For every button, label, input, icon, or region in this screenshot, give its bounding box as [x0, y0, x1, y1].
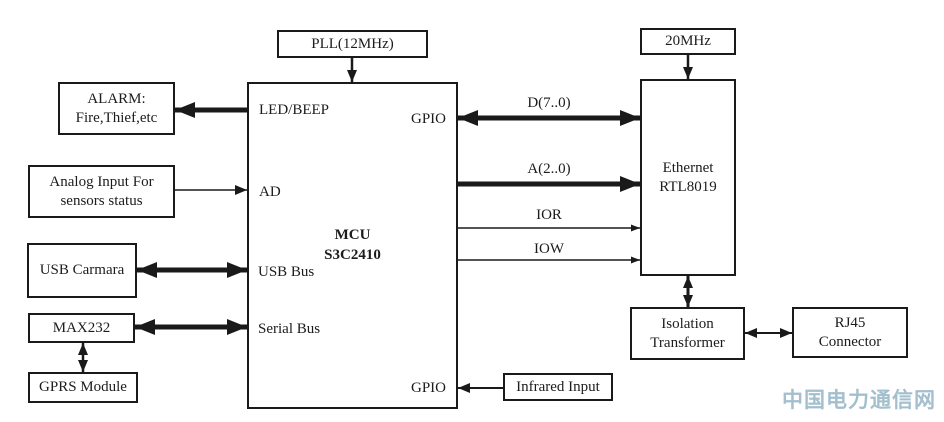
rj45-line2: Connector [818, 333, 882, 350]
mcu-port-led-beep: LED/BEEP [259, 102, 329, 118]
mcu-port-ad: AD [259, 184, 281, 200]
mcu-port-gpio-bottom: GPIO [410, 380, 446, 396]
gprs-module-label: GPRS Module [39, 379, 127, 396]
mcu-port-usb-bus: USB Bus [258, 264, 315, 280]
isolation-line2: Transformer [650, 334, 725, 351]
mcu-title: MCU S3C2410 [249, 225, 456, 266]
bus-label-iow: IOW [534, 241, 564, 257]
mcu-title-line1: MCU [334, 227, 371, 243]
ethernet-line1: Ethernet [662, 160, 714, 177]
pll-block: PLL(12MHz) [277, 30, 428, 58]
alarm-line1: ALARM: [87, 91, 146, 108]
alarm-block: ALARM: Fire,Thief,etc [58, 82, 175, 135]
clock-20mhz-block: 20MHz [640, 28, 736, 55]
bus-label-data: D(7..0) [527, 95, 571, 111]
alarm-line2: Fire,Thief,etc [75, 109, 158, 126]
mcu-port-gpio-top: GPIO [410, 111, 446, 127]
infrared-input-label: Infrared Input [516, 378, 600, 395]
watermark-text: 中国电力通信网 [782, 388, 936, 412]
usb-camera-label: USB Carmara [39, 262, 125, 279]
clock-20mhz-label: 20MHz [665, 33, 711, 50]
isolation-line1: Isolation [661, 316, 714, 333]
mcu-title-line2: S3C2410 [324, 247, 381, 264]
ethernet-line2: RTL8019 [659, 178, 717, 195]
analog-input-block: Analog Input For sensors status [28, 165, 175, 218]
max232-label: MAX232 [52, 319, 111, 336]
pll-label: PLL(12MHz) [311, 35, 394, 52]
bus-label-address: A(2..0) [527, 161, 571, 177]
gprs-module-block: GPRS Module [28, 372, 138, 403]
mcu-port-serial-bus: Serial Bus [258, 321, 321, 337]
ethernet-block: Ethernet RTL8019 [640, 79, 736, 276]
bus-label-ior: IOR [536, 207, 562, 223]
analog-input-line2: sensors status [60, 192, 143, 209]
infrared-input-block: Infrared Input [503, 373, 613, 401]
rj45-line1: RJ45 [834, 315, 866, 332]
mcu-block: MCU S3C2410 LED/BEEP GPIO AD USB Bus Ser… [247, 82, 458, 409]
rj45-connector-block: RJ45 Connector [792, 307, 908, 358]
usb-camera-block: USB Carmara [27, 243, 137, 298]
isolation-transformer-block: Isolation Transformer [630, 307, 745, 360]
max232-block: MAX232 [28, 313, 135, 343]
analog-input-line1: Analog Input For [49, 174, 154, 191]
